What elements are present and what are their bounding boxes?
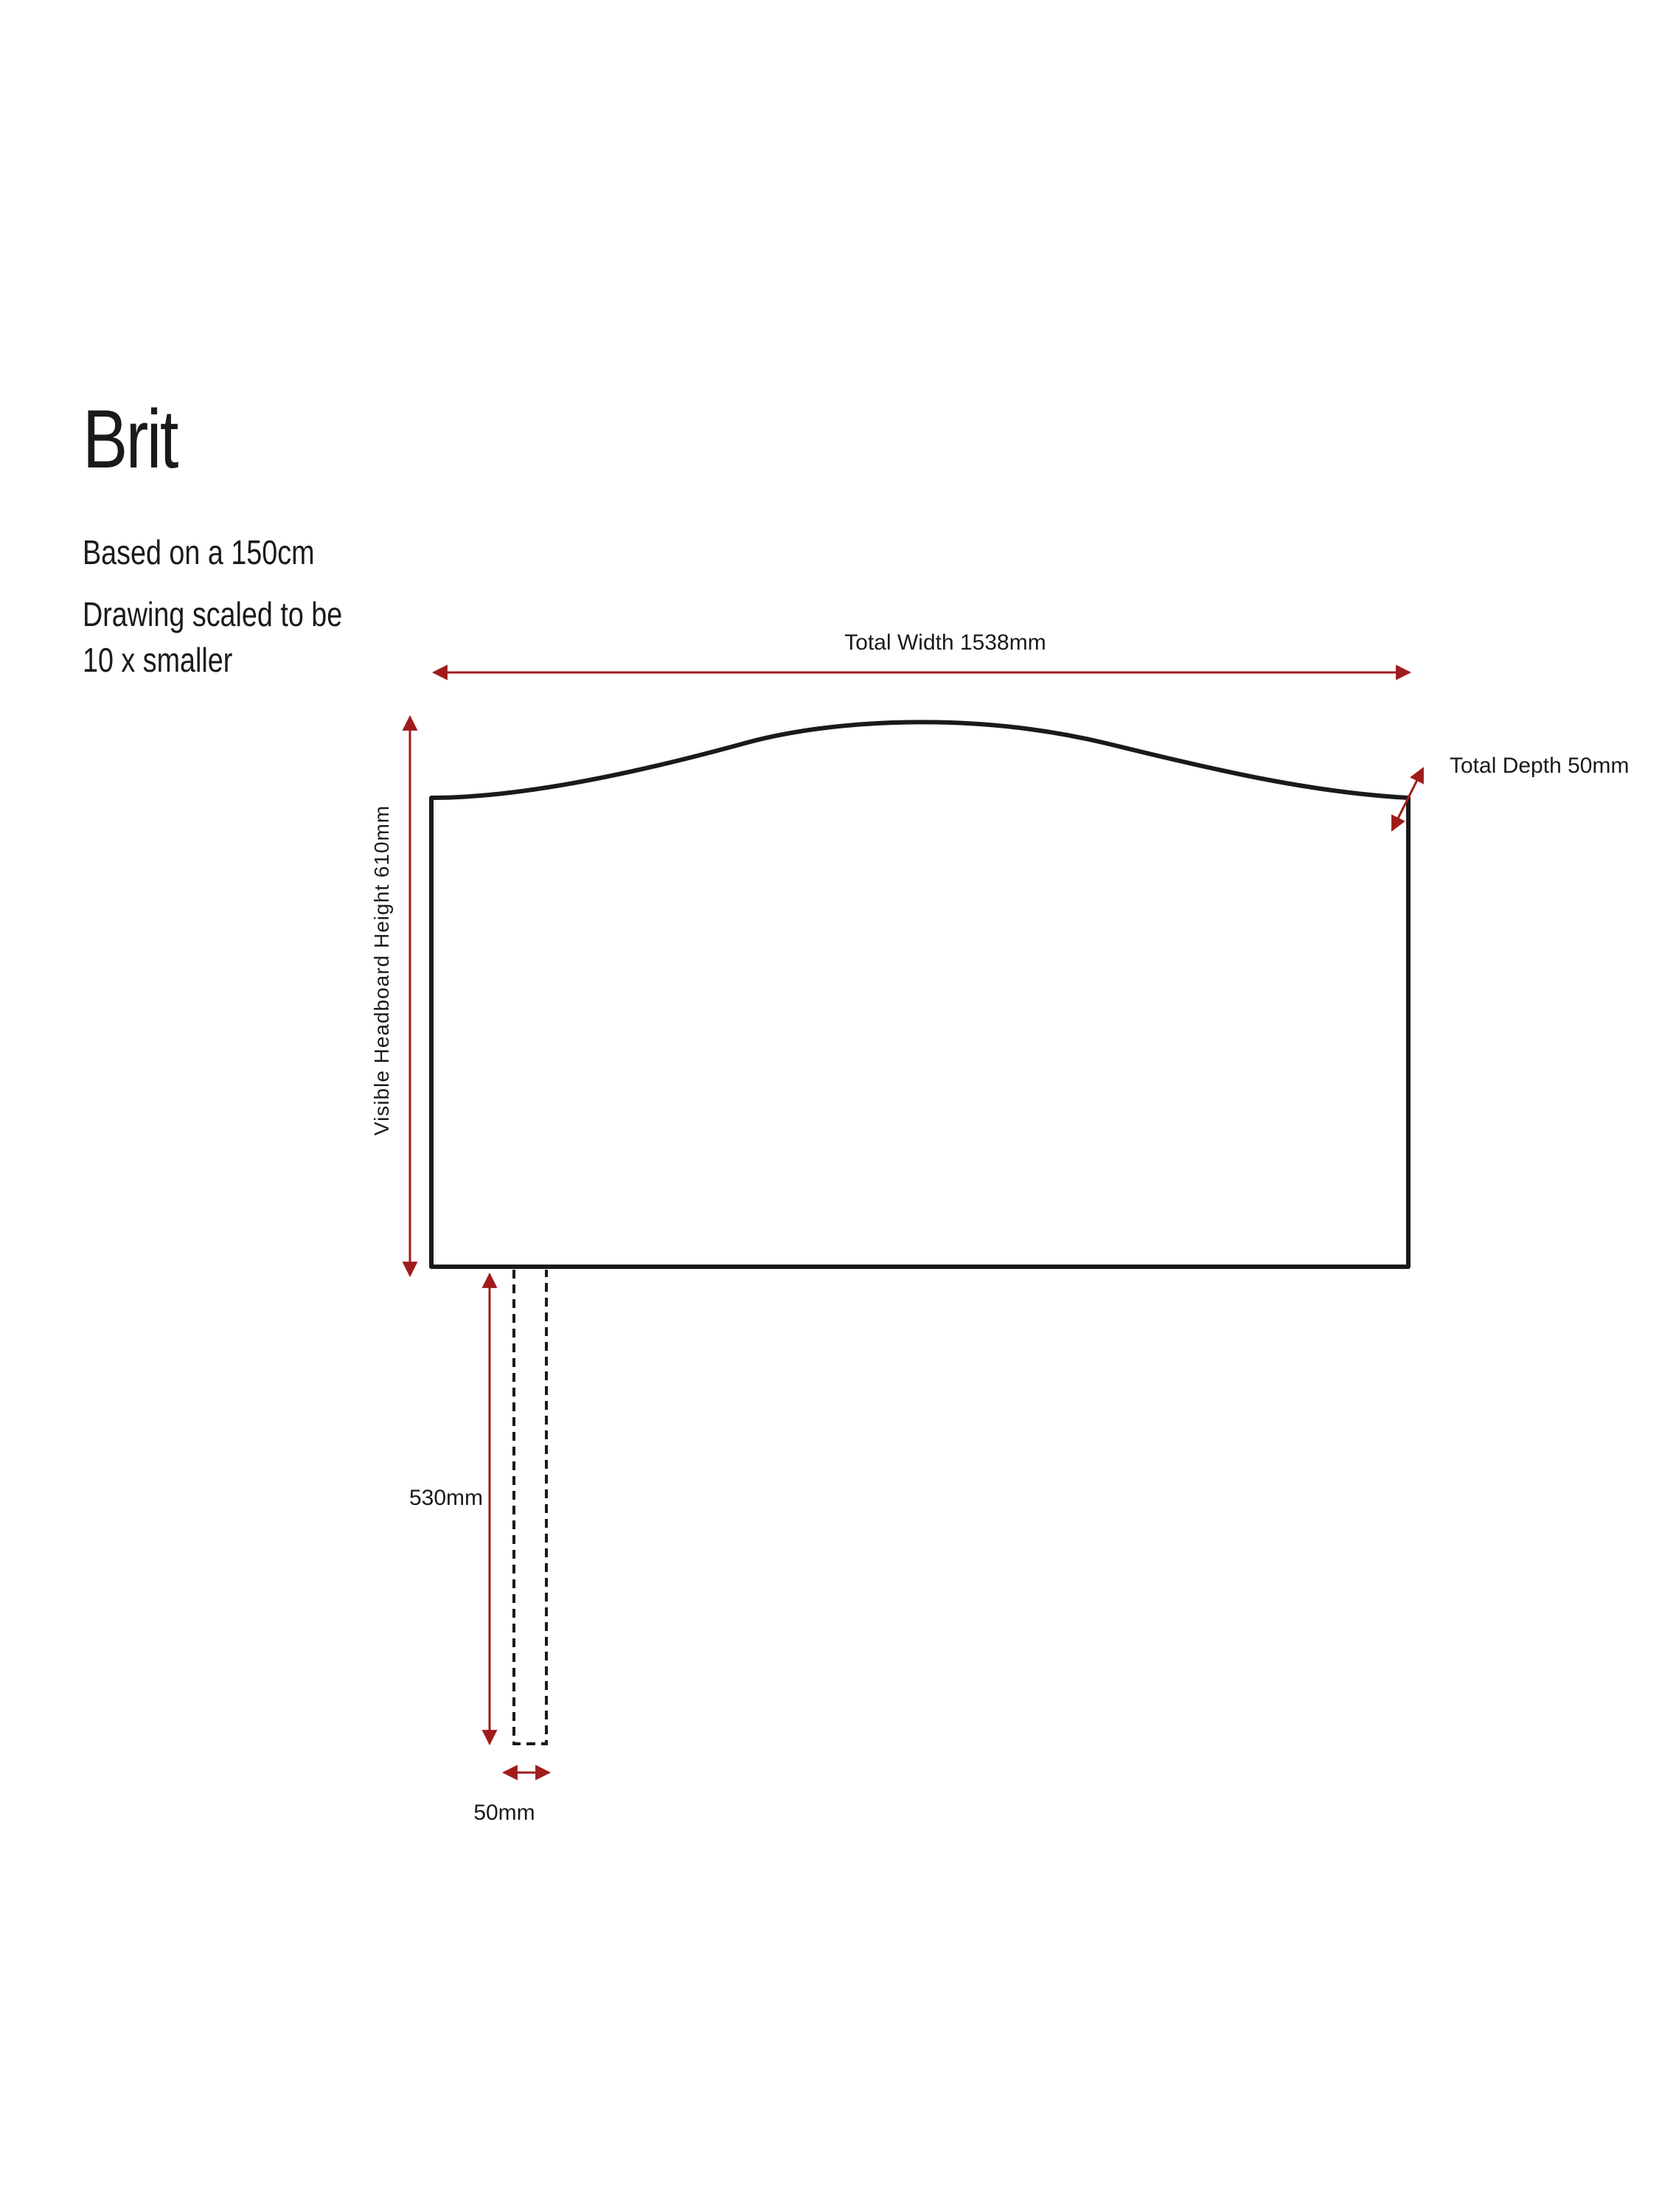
total-width-label: Total Width 1538mm [844,630,1046,655]
product-title: Brit [83,393,178,485]
strut-width-label: 50mm [473,1801,535,1825]
total-depth-arrow [1391,767,1425,832]
size-note: Based on a 150cm [83,533,315,571]
scale-note-line-2: 10 x smaller [83,641,233,679]
leg-strut-outline [512,1270,548,1745]
scale-note-line-1: Drawing scaled to be [83,595,343,633]
strut-height-label: 530mm [409,1486,483,1510]
total-depth-label: Total Depth 50mm [1450,754,1629,778]
visible-height-label: Visible Headboard Height 610mm [370,805,393,1135]
headboard-outline [429,720,1411,1269]
